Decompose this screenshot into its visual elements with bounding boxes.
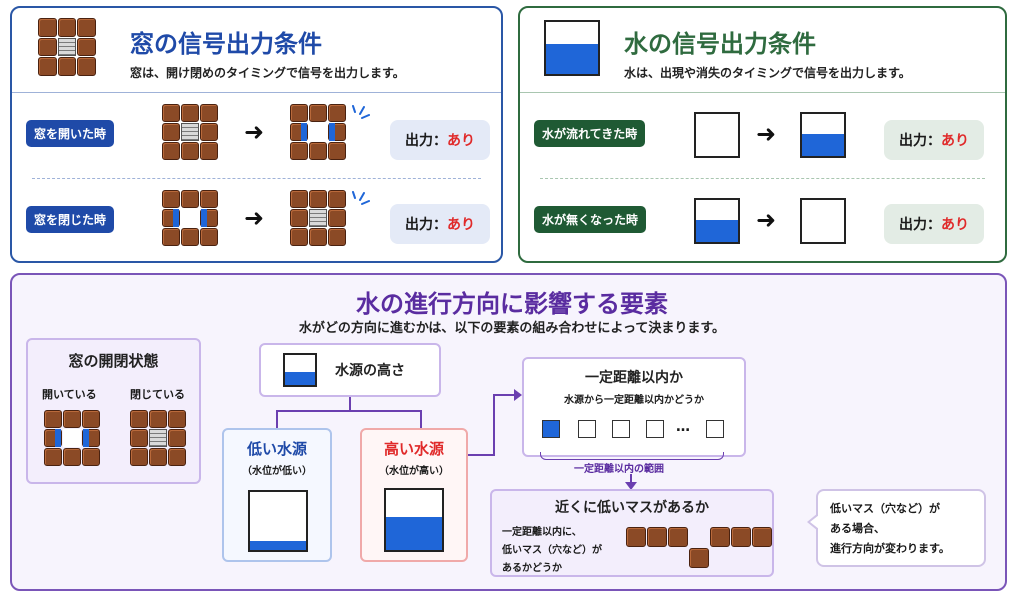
low-cell-card: 近くに低いマスがあるか 一定距離以内に、 低いマス（穴など）が あるかどうか [490,489,774,577]
arrow-right-icon: ➜ [756,206,777,234]
empty-tank-icon [800,198,846,244]
window-state-card: 窓の開閉状態 開いている 閉じている [26,338,201,484]
window-open-icon [44,410,100,466]
callout-line: 低いマス（穴など）が [830,502,940,515]
window-closed-icon [290,190,346,246]
water-tank-icon [283,353,317,387]
distance-card: 一定距離以内か 水源から一定距離以内かどうか … [522,357,746,457]
empty-cell-icon [578,420,596,438]
open-state-label: 開いている [42,388,97,401]
arrow-down-icon [625,482,637,490]
source-height-card: 水源の高さ [259,343,441,397]
arrow-head-icon [514,389,522,401]
flow-panel-title: 水の進行方向に影響する要素 [356,290,668,318]
low-cell-desc-3: あるかどうか [502,563,562,574]
range-bracket [540,452,724,460]
low-source-note: （水位が低い） [242,466,312,477]
water-panel-title: 水の信号出力条件 [624,30,816,58]
window-open-label: 窓を開いた時 [26,120,115,147]
empty-cell-icon [646,420,664,438]
water-tank-icon [544,20,600,76]
window-state-title: 窓の開閉状態 [68,352,159,370]
direction-change-callout: 低いマス（穴など）が ある場合、 進行方向が変わります。 [807,489,986,567]
distance-title: 一定距離以内か [585,370,683,386]
ellipsis-icon: … [676,419,690,435]
window-signal-panel: 窓の信号出力条件 窓は、開け閉めのタイミングで信号を出力します。 窓を開いた時 … [10,6,503,263]
range-label: 一定距離以内の範囲 [574,464,664,475]
water-tank-icon [800,112,846,158]
closed-state-label: 閉じている [130,388,185,401]
window-open-icon [290,104,346,160]
empty-cell-icon [612,420,630,438]
callout-line: 進行方向が変わります。 [830,542,950,555]
window-closed-icon [38,18,96,76]
water-cell-icon [542,420,560,438]
signal-spark-icon [352,104,370,124]
low-source-card: 低い水源 （水位が低い） [222,428,332,562]
low-water-tank-icon [248,490,308,552]
low-cell-desc-1: 一定距離以内に、 [502,527,582,538]
water-vanish-label: 水が無くなった時 [534,206,647,233]
window-closed-icon [130,410,186,466]
low-cell-title: 近くに低いマスがあるか [555,500,709,516]
flow-panel-subtitle: 水がどの方向に進むかは、以下の要素の組み合わせによって決まります。 [298,321,726,336]
low-cell-desc-2: 低いマス（穴など）が [502,545,602,556]
low-source-title: 低い水源 [246,440,307,458]
empty-cell-icon [706,420,724,438]
window-closed-icon [162,104,218,160]
empty-tank-icon [694,112,740,158]
water-signal-panel: 水の信号出力条件 水は、出現や消失のタイミングで信号を出力します。 水が流れてき… [518,6,1007,263]
signal-spark-icon [352,190,370,210]
high-source-title: 高い水源 [383,440,444,458]
window-close-result: 出力：あり [390,204,490,244]
source-height-title: 水源の高さ [335,363,405,379]
window-close-label: 窓を閉じた時 [26,206,115,233]
water-tank-icon [694,198,740,244]
high-source-note: （水位が高い） [379,466,449,477]
arrow-right-icon: ➜ [756,120,777,148]
arrow-right-icon: ➜ [244,204,265,232]
water-vanish-result: 出力：あり [884,204,984,244]
distance-desc: 水源から一定距離以内かどうか [564,395,704,406]
water-appear-result: 出力：あり [884,120,984,160]
water-panel-subtitle: 水は、出現や消失のタイミングで信号を出力します。 [624,66,911,80]
window-panel-subtitle: 窓は、開け閉めのタイミングで信号を出力します。 [130,66,405,80]
high-water-tank-icon [384,488,444,552]
window-open-icon [162,190,218,246]
arrow-right-icon: ➜ [244,118,265,146]
window-open-result: 出力：あり [390,120,490,160]
callout-line: ある場合、 [830,522,885,535]
high-source-card: 高い水源 （水位が高い） [360,428,468,562]
terrain-with-hole-icon [626,527,772,569]
window-panel-title: 窓の信号出力条件 [130,30,322,58]
water-appear-label: 水が流れてきた時 [534,120,646,147]
